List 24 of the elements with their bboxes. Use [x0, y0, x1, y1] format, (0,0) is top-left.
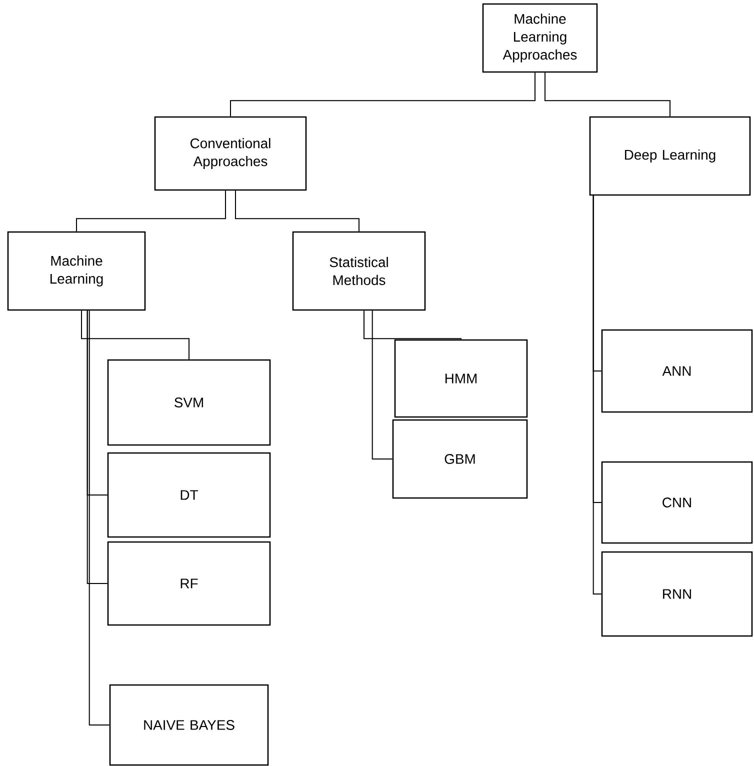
connector-line — [76, 190, 226, 232]
category-box: Machine Learning — [7, 231, 146, 311]
connector-line — [544, 72, 670, 117]
connector-line — [230, 72, 536, 117]
connector-line — [235, 190, 360, 232]
connector-line — [592, 195, 602, 594]
category-box: Machine Learning Approaches — [482, 3, 598, 73]
category-box: Conventional Approaches — [154, 116, 307, 191]
category-box: DT — [107, 452, 271, 538]
category-box: Deep Learning — [589, 116, 751, 196]
category-box: NAIVE BAYES — [109, 684, 269, 766]
connector-line — [372, 310, 393, 460]
category-box: GBM — [392, 419, 528, 499]
category-box: CNN — [601, 461, 753, 544]
category-box: HMM — [394, 339, 528, 418]
category-box: ANN — [601, 329, 753, 413]
category-box: RNN — [601, 551, 753, 637]
category-box: RF — [107, 541, 271, 626]
connector-line — [88, 310, 110, 726]
category-box: Statistical Methods — [292, 231, 426, 311]
connector-line — [81, 310, 190, 360]
connector-line — [364, 310, 462, 340]
connector-line — [86, 310, 108, 584]
category-box: SVM — [107, 359, 271, 446]
